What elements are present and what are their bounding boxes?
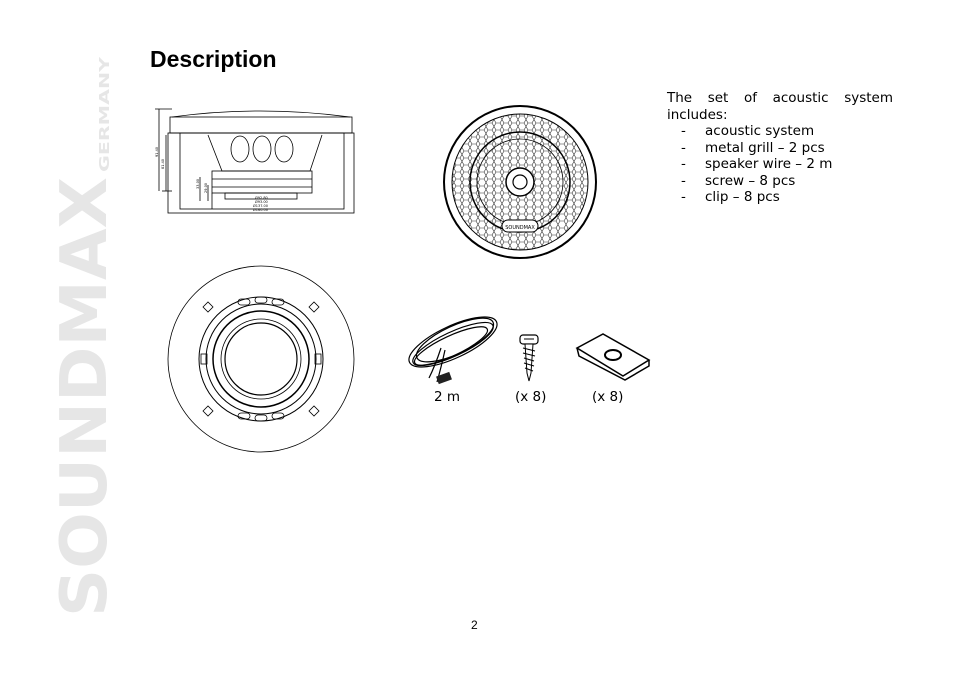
dimension-label: Ø93.00 — [255, 199, 268, 204]
list-item-label: screw – 8 pcs — [705, 172, 796, 189]
dimension-label: 81.40 — [161, 159, 165, 169]
package-intro: The set of acoustic system — [667, 90, 893, 106]
package-contents: The set of acoustic system includes: - ac… — [667, 90, 893, 206]
list-item: - acoustic system — [681, 123, 893, 140]
brand-country: GERMANY — [98, 56, 113, 172]
page-number: 2 — [471, 618, 478, 632]
package-list: - acoustic system - metal grill – 2 pcs - s… — [667, 123, 893, 206]
list-item-label: clip – 8 pcs — [705, 189, 780, 205]
speaker-side-view-drawing: 91.40 81.40 33.00 29.00 Ø92.80 Ø93.00 Ø1… — [155, 108, 355, 214]
speaker-wire-icon — [408, 316, 498, 385]
dimension-label: 33.00 — [196, 179, 200, 189]
dimension-label: Ø92.80 — [255, 195, 268, 200]
speaker-front-view-drawing — [167, 265, 355, 453]
list-item-label: speaker wire – 2 m — [705, 156, 833, 172]
dimension-label: Ø160.00 — [253, 207, 268, 212]
clip-icon — [575, 333, 651, 381]
screw-quantity-label: (x 8) — [515, 389, 547, 405]
list-item-label: metal grill – 2 pcs — [705, 139, 825, 156]
clip-quantity-label: (x 8) — [592, 389, 624, 405]
dimension-label: 29.00 — [204, 183, 208, 193]
list-item: - clip – 8 pcs — [681, 189, 893, 206]
bullet-dash: - — [681, 123, 686, 139]
bullet-dash: - — [681, 189, 686, 205]
dimension-label: Ø137.00 — [253, 203, 268, 208]
brand-logo: SOUNDMAX GERMANY — [48, 56, 117, 617]
list-item-label: acoustic system — [705, 123, 815, 139]
wire-length-label: 2 m — [434, 389, 461, 405]
page-title: Description — [150, 46, 277, 72]
bullet-dash: - — [681, 172, 686, 189]
bullet-dash: - — [681, 139, 686, 156]
grill-logo: SOUNDMAX — [505, 225, 535, 231]
metal-grill-drawing: SOUNDMAX — [443, 105, 597, 259]
list-item: - screw – 8 pcs — [681, 173, 893, 190]
list-item: - metal grill – 2 pcs — [681, 140, 893, 157]
dimension-label: 91.40 — [155, 147, 159, 157]
brand-wordmark: SOUNDMAX — [48, 177, 117, 617]
list-item: - speaker wire – 2 m — [681, 156, 893, 173]
screw-icon — [519, 334, 539, 382]
bullet-dash: - — [681, 156, 686, 172]
package-intro-continued: includes: — [667, 106, 728, 123]
